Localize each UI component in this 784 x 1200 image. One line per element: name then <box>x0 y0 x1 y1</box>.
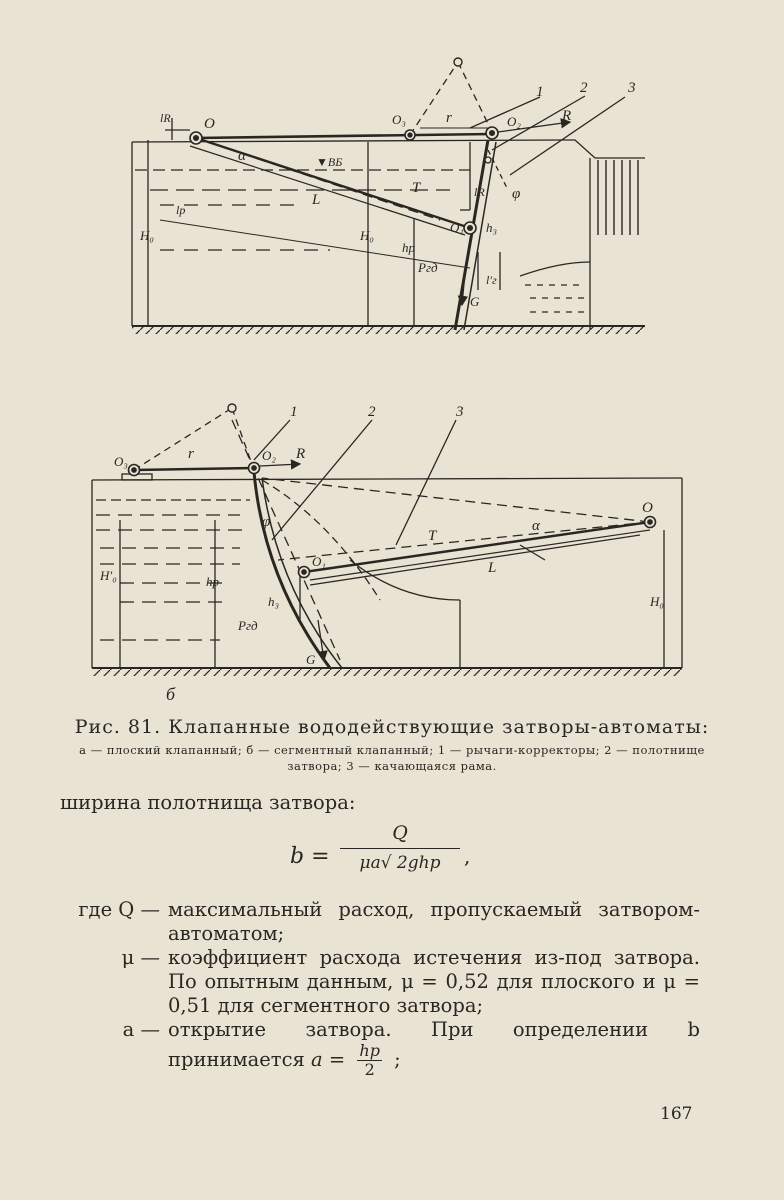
definition-text: максимальный расход, пропускаемый затвор… <box>168 898 700 945</box>
label-b-H0: H₀ <box>649 594 664 609</box>
label-O3: O₃ <box>392 112 406 127</box>
definition-term: μ — <box>121 946 160 969</box>
label-vb: ▼ВБ <box>316 155 342 169</box>
formula-fraction: Q μa√ 2ghр <box>340 822 460 873</box>
label-b-Prd: Pгд <box>237 618 258 633</box>
formula-lhs: b = <box>290 844 330 869</box>
label-b-O3: O₃ <box>114 454 128 469</box>
definitions-list: где Q — максимальный расход, пропускаемы… <box>60 898 700 1079</box>
caption-title: Рис. 81. Клапанные вододействующие затво… <box>74 716 710 738</box>
label-h3: h₃ <box>486 220 497 235</box>
label-hp: hр <box>402 240 416 255</box>
label-1: 1 <box>536 84 544 100</box>
caption-legend: а — плоский клапанный; б — сегментный кл… <box>79 743 705 773</box>
formula-denominator: μa√ 2ghр <box>359 853 441 873</box>
label-H0-mid: H₀ <box>359 228 374 243</box>
definition-term: a — <box>122 1018 160 1041</box>
label-b-r: r <box>188 446 194 462</box>
definition-item: a — открытие затвора. При определении b … <box>60 1018 700 1079</box>
label-lR-right: lR <box>474 185 485 199</box>
diagram-a-labels: O O₃ r O₂ R 1 2 3 α ▼ВБ L T lR lp H₀ H₀ … <box>139 80 636 309</box>
figure-81: O O₃ r O₂ R 1 2 3 α ▼ВБ L T lR lp H₀ H₀ … <box>91 57 683 704</box>
label-b-G: G <box>306 652 316 667</box>
label-Prd: Pгд <box>417 260 438 275</box>
intro-line: ширина полотнища затвора: <box>60 791 356 814</box>
label-b-T: T <box>428 528 438 544</box>
last-formula-lhs: a = <box>311 1048 346 1071</box>
label-3: 3 <box>627 80 636 96</box>
label-b-phi: φ <box>262 514 270 530</box>
label-b-alpha: α <box>532 518 541 534</box>
definition-text-main: открытие затвора. При определении b прин… <box>168 1018 700 1071</box>
page-number: 167 <box>660 1104 693 1124</box>
label-alpha: α <box>238 148 247 164</box>
definition-text: коэффициент расхода истечения из-под зат… <box>168 946 700 1017</box>
label-O1: O₁ <box>450 220 464 235</box>
label-O2: O₂ <box>507 114 521 129</box>
diagram-b <box>91 403 683 676</box>
formula-numerator: Q <box>340 822 460 849</box>
label-G: G <box>470 294 480 309</box>
label-b-subfigure: б <box>166 684 176 704</box>
last-formula-numerator: hр <box>357 1041 382 1061</box>
label-b-O1: O₁ <box>312 554 326 569</box>
label-b-hp: hр <box>206 574 220 589</box>
gate-diagrams: O O₃ r O₂ R 1 2 3 α ▼ВБ L T lR lp H₀ H₀ … <box>91 57 683 704</box>
label-b-h3: h₃ <box>268 594 279 609</box>
label-b-O: O <box>642 500 653 516</box>
body-intro: ширина полотнища затвора: <box>60 790 700 816</box>
formula-b: b = Q μa√ 2ghр , <box>280 822 510 892</box>
label-r: r <box>446 110 452 126</box>
label-lp: lp <box>176 203 185 217</box>
label-R: R <box>561 108 571 124</box>
label-lr: l′г <box>486 273 497 287</box>
label-L: L <box>311 192 320 208</box>
label-O: O <box>204 116 215 132</box>
label-lR-left: lR <box>160 111 171 125</box>
definition-item: где Q — максимальный расход, пропускаемы… <box>60 898 700 946</box>
last-formula-tail: ; <box>394 1048 401 1071</box>
label-T: T <box>412 180 422 196</box>
label-b-R: R <box>295 446 305 462</box>
definition-text: открытие затвора. При определении b прин… <box>160 1018 700 1079</box>
formula-comma: , <box>464 844 471 868</box>
figure-caption: Рис. 81. Клапанные вододействующие затво… <box>60 716 724 774</box>
label-b-L: L <box>487 560 496 576</box>
diagram-b-labels: O₃ r O₂ R 1 2 3 O α T L O₁ φ H′₀ hр h₃ P… <box>99 404 664 704</box>
label-b-2: 2 <box>368 404 376 420</box>
diagram-a <box>131 57 645 334</box>
label-b-O2: O₂ <box>262 448 276 463</box>
label-2: 2 <box>580 80 588 96</box>
label-H0-left: H₀ <box>139 228 154 243</box>
last-formula-fraction: hр 2 <box>357 1042 382 1079</box>
label-b-3: 3 <box>455 404 464 420</box>
last-formula-denominator: 2 <box>364 1060 375 1079</box>
label-b-H0prime: H′₀ <box>99 568 117 583</box>
label-phi: φ <box>512 186 520 202</box>
label-b-1: 1 <box>290 404 298 420</box>
definition-item: μ — коэффициент расхода истечения из-под… <box>60 946 700 1018</box>
definition-term: где Q — <box>78 898 160 921</box>
